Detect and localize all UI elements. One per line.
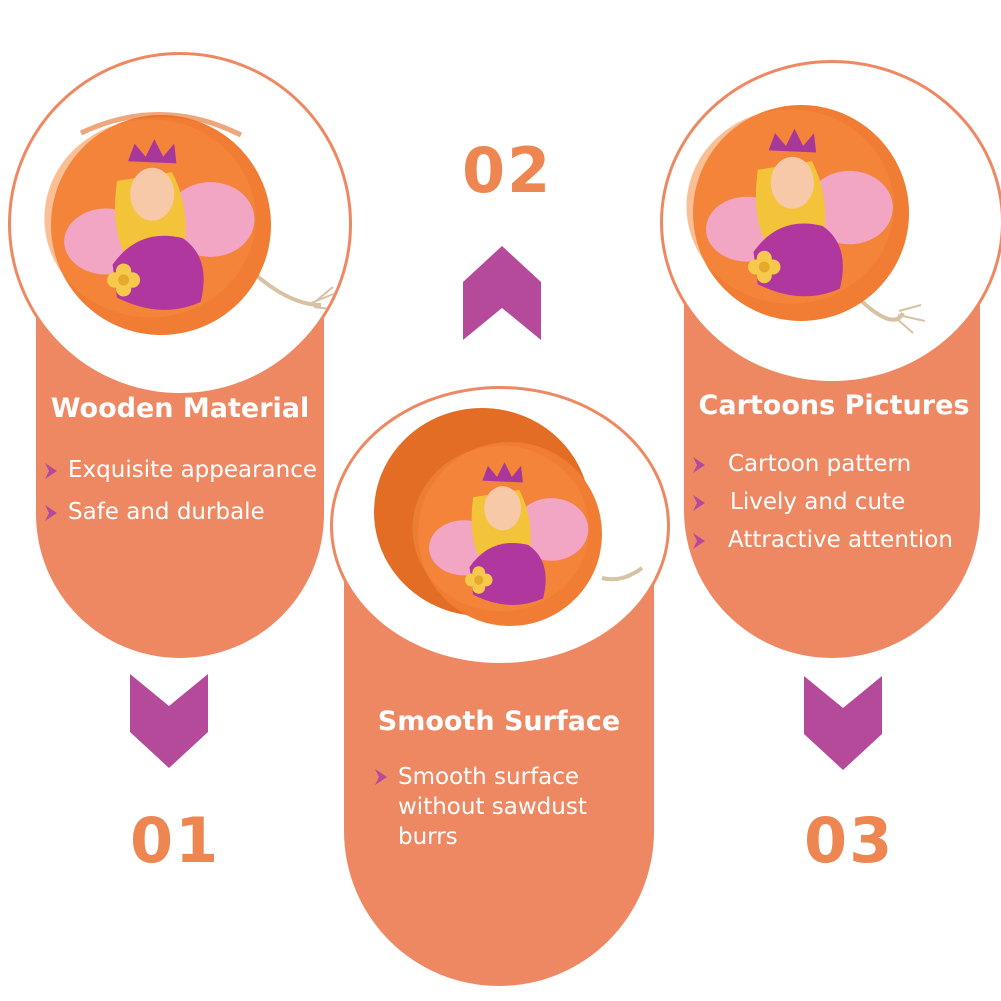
bullet-arrow-icon (693, 494, 705, 511)
chevron-down-icon (130, 674, 208, 768)
list-item: Lively and cute (692, 488, 953, 517)
card-02-title: Smooth Surface (377, 706, 621, 737)
card-01-number: 01 (130, 804, 221, 877)
list-item: Exquisite appearance (44, 456, 317, 485)
bullet-arrow-icon (45, 504, 57, 521)
card-03-bullets: Cartoon pattern Lively and cute Attracti… (692, 450, 953, 563)
card-03-number: 03 (804, 804, 895, 877)
card-01-image (8, 52, 352, 396)
list-item: Attractive attention (692, 526, 953, 555)
chevron-up-icon (463, 246, 541, 340)
card-01-title: Wooden Material (50, 393, 310, 424)
card-03-title: Cartoons Pictures (698, 390, 970, 421)
bullet-arrow-icon (693, 457, 705, 473)
bullet-arrow-icon (45, 463, 57, 479)
bullet-arrow-icon (693, 532, 705, 549)
card-02-yoyo (332, 388, 668, 666)
bullet-arrow-icon (375, 769, 387, 785)
list-item: Cartoon pattern (692, 450, 953, 479)
list-item: Safe and durbale (44, 498, 317, 527)
card-02-bullets: Smooth surface without sawdust burrs (374, 762, 587, 852)
list-item: Smooth surface without sawdust burrs (374, 762, 587, 852)
card-03-image (660, 60, 1001, 384)
card-02-number: 02 (462, 134, 553, 207)
chevron-down-icon (804, 676, 882, 770)
card-01-bullets: Exquisite appearance Safe and durbale (44, 456, 317, 540)
